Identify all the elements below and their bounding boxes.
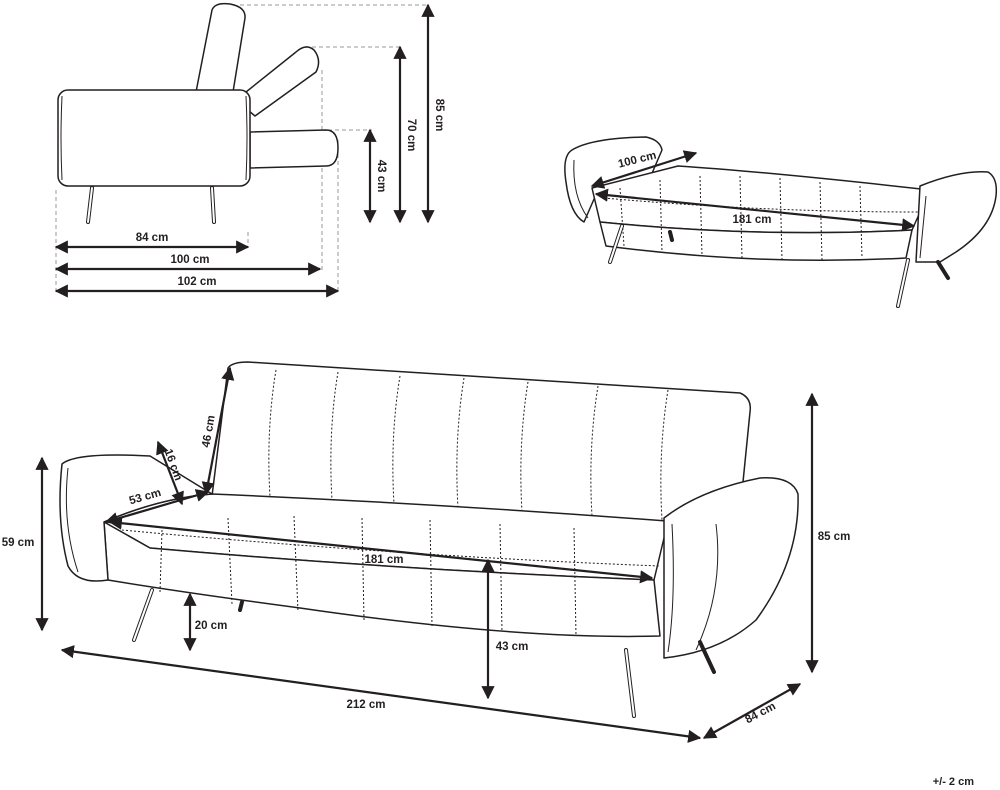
side-bed-extension [249, 129, 339, 169]
tolerance-note: +/- 2 cm [933, 776, 974, 788]
front-right-armrest [663, 477, 799, 659]
side-view: 84 cm 100 cm 102 cm 85 cm 70 cm 43 cm [54, 2, 445, 298]
dim-line-back-height [201, 366, 235, 496]
side-backrest-upright [195, 2, 246, 93]
side-body [57, 89, 251, 187]
dim-line-bed-depth [590, 150, 698, 189]
bed-right-armrest [915, 171, 998, 263]
label-total-height: 85 cm [818, 531, 851, 543]
dim-line-total-depth [702, 683, 802, 739]
front-backrest [211, 361, 752, 533]
label-height-bed: 43 cm [375, 160, 387, 193]
label-back-height: 46 cm [200, 414, 217, 448]
label-leg-height: 20 cm [195, 620, 228, 632]
label-total-width: 212 cm [346, 699, 385, 711]
label-arm-height: 59 cm [2, 537, 35, 549]
label-height-back: 85 cm [433, 99, 445, 132]
dim-line-total-width [60, 645, 702, 743]
label-seat-height: 43 cm [496, 641, 529, 653]
label-seat-width: 181 cm [364, 554, 403, 566]
label-width-bed: 102 cm [177, 276, 216, 288]
label-bed-length: 181 cm [732, 214, 771, 226]
side-backrest-reclined [235, 46, 320, 117]
front-view: 46 cm 16 cm 53 cm 181 cm 59 cm 85 cm 20 … [2, 361, 851, 743]
dim-line-seat-width [108, 516, 654, 584]
label-total-depth: 84 cm [743, 700, 777, 726]
dim-line-bed-length [594, 188, 916, 232]
bed-view: 100 cm 181 cm [564, 136, 998, 308]
label-width-closed: 84 cm [136, 232, 169, 244]
label-height-reclined: 70 cm [405, 119, 417, 152]
label-width-reclined: 100 cm [170, 254, 209, 266]
